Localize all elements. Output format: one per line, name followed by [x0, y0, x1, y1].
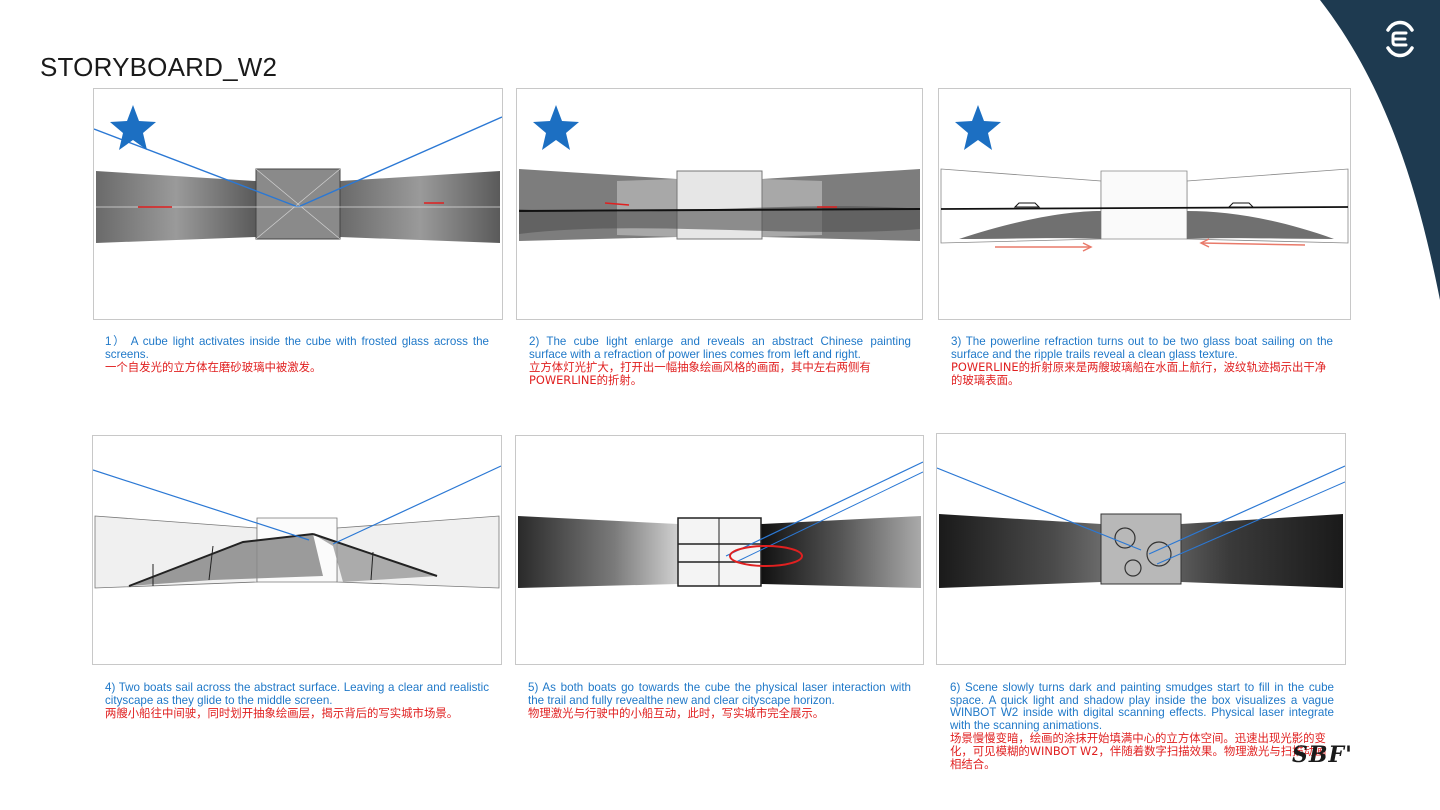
- caption-frame-3: 3) The powerline refraction turns out to…: [951, 335, 1333, 387]
- frame-3-sketch: [940, 168, 1349, 252]
- caption-en: 2) The cube light enlarge and reveals an…: [529, 335, 911, 361]
- caption-frame-4: 4) Two boats sail across the abstract su…: [105, 681, 489, 721]
- storyboard-frame-5: [515, 435, 924, 665]
- caption-zh: 物理激光与行驶中的小船互动，此时，写实城市完全展示。: [528, 706, 825, 721]
- caption-zh: 一个自发光的立方体在磨砂玻璃中被激发。: [105, 360, 322, 375]
- brand-logo-icon: [1386, 20, 1414, 58]
- star-icon: [955, 105, 1001, 150]
- frame-4-sketch: [93, 465, 501, 589]
- caption-frame-5: 5) As both boats go towards the cube the…: [528, 681, 911, 721]
- caption-en: 1） A cube light activates inside the cub…: [105, 335, 489, 361]
- frame-1-sketch: [94, 116, 502, 243]
- caption-zh: 场景慢慢变暗，绘画的涂抹开始填满中心的立方体空间。迅速出现光影的变化，可见模糊的…: [950, 731, 1327, 771]
- corner-decoration: [1320, 0, 1440, 300]
- caption-en: 6) Scene slowly turns dark and painting …: [950, 681, 1334, 732]
- caption-zh: 立方体灯光扩大，打开出一幅抽象绘画风格的画面，其中左右两侧有POWERLINE的…: [529, 360, 871, 387]
- caption-en: 3) The powerline refraction turns out to…: [951, 335, 1333, 361]
- page-title: STORYBOARD_W2: [40, 52, 278, 82]
- caption-en: 4) Two boats sail across the abstract su…: [105, 681, 489, 707]
- storyboard-frame-3: [938, 88, 1351, 320]
- star-icon: [110, 105, 156, 150]
- storyboard-frame-4: [92, 435, 502, 665]
- watermark-signature: SBF': [1292, 742, 1353, 768]
- frame-6-sketch: [937, 465, 1345, 588]
- caption-frame-2: 2) The cube light enlarge and reveals an…: [529, 335, 911, 387]
- storyboard-frame-1: [93, 88, 503, 320]
- storyboard-frame-2: [516, 88, 923, 320]
- caption-en: 5) As both boats go towards the cube the…: [528, 681, 911, 707]
- frame-5-sketch: [518, 461, 923, 588]
- caption-zh: 两艘小船往中间驶，同时划开抽象绘画层，揭示背后的写实城市场景。: [105, 706, 459, 721]
- caption-frame-6: 6) Scene slowly turns dark and painting …: [950, 681, 1334, 771]
- caption-frame-1: 1） A cube light activates inside the cub…: [105, 335, 489, 375]
- storyboard-frame-6: [936, 433, 1346, 665]
- star-icon: [533, 105, 579, 150]
- frame-2-sketch: [518, 169, 921, 241]
- caption-zh: POWERLINE的折射原来是两艘玻璃船在水面上航行，波纹轨迹揭示出干净的玻璃表…: [951, 360, 1327, 387]
